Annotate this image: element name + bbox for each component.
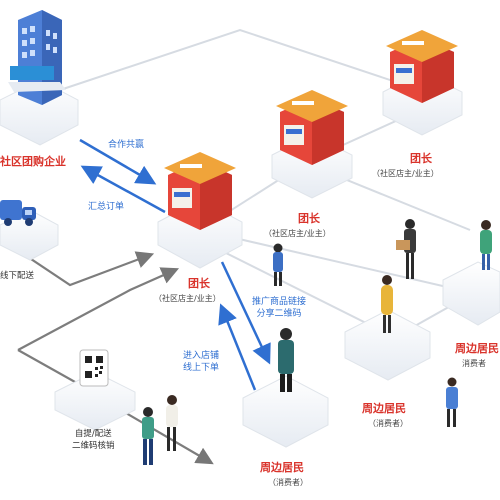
consumer-figures	[142, 219, 492, 465]
flow-pickup-line1: 自提/配送	[74, 429, 112, 439]
resident-right-title: 周边居民	[455, 342, 499, 355]
resident-bottom-subtitle: （消费者）	[268, 478, 308, 487]
flow-summary-order-label: 汇总订单	[88, 202, 125, 212]
resident-bottom-title: 周边居民	[260, 461, 304, 474]
resident-mid-subtitle: （消费者）	[368, 419, 408, 428]
resident-mid-title: 周边居民	[362, 402, 406, 415]
shop-icon-mid	[276, 90, 348, 165]
flow-cooperate-label: 合作共赢	[108, 140, 145, 150]
platforms	[0, 71, 500, 448]
shop-icon-main	[164, 152, 236, 230]
resident-right-subtitle: 消费者	[462, 359, 486, 368]
flow-enter-line1: 进入店铺	[183, 351, 220, 361]
flow-promote-line2: 分享二维码	[256, 309, 302, 319]
leader-mid-title: 团长	[298, 212, 320, 225]
leader-top-subtitle: （社区店主/业主）	[372, 169, 439, 178]
office-building-icon	[8, 10, 66, 105]
leader-main-title: 团长	[188, 277, 210, 290]
leader-main-subtitle: （社区店主/业主）	[154, 294, 221, 303]
flow-pickup-line2: 二维码核销	[72, 441, 115, 451]
enterprise-title: 社区团购企业	[0, 155, 66, 168]
leader-mid-subtitle: （社区店主/业主）	[264, 229, 331, 238]
flow-enter-line2: 线上下单	[183, 363, 220, 373]
delivery-truck-icon	[0, 200, 36, 226]
leader-top-title: 团长	[410, 152, 432, 165]
qr-code-icon	[79, 349, 109, 387]
flow-offline-delivery-label: 线下配送	[0, 271, 35, 281]
flow-pickup-label: 自提/配送 二维码核销	[72, 428, 115, 452]
blue-flow-arrows	[79, 138, 271, 391]
flow-enter-label: 进入店铺 线上下单	[183, 350, 219, 374]
flow-promote-label: 推广商品链接 分享二维码	[252, 296, 306, 320]
shop-icon-top	[386, 30, 458, 103]
flow-promote-line1: 推广商品链接	[252, 297, 307, 307]
